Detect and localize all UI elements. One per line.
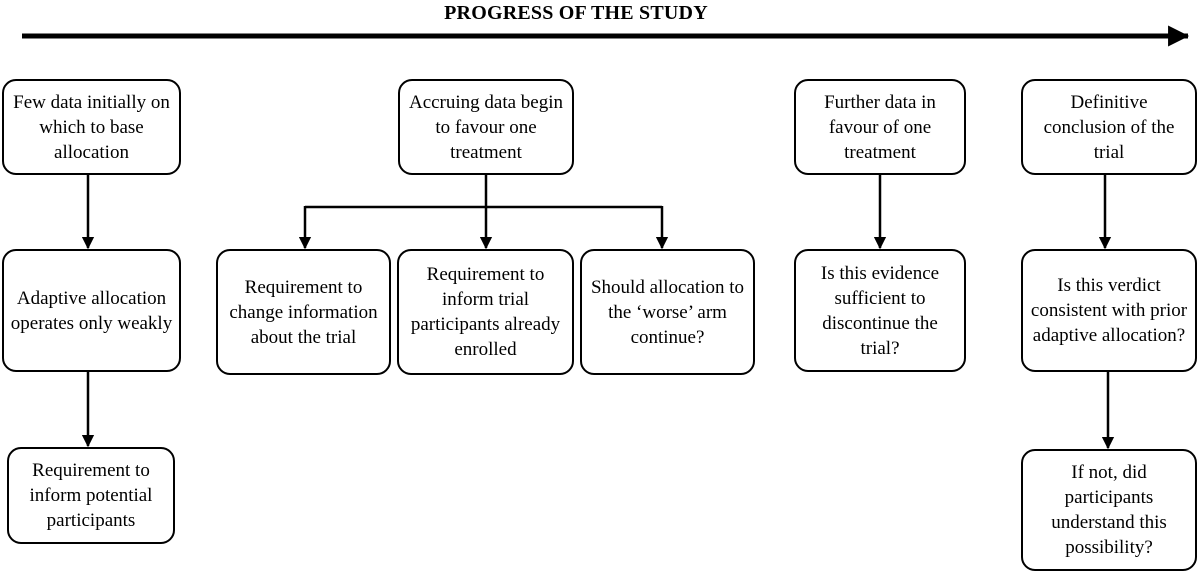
box-change-info: Requirement to change information about … — [216, 249, 391, 375]
box-inform-potential: Requirement to inform potential particip… — [7, 447, 175, 544]
box-further-data: Further data in favour of one treatment — [794, 79, 966, 175]
box-adaptive-weak: Adaptive allocation operates only weakly — [2, 249, 181, 372]
box-definitive: Definitive conclusion of the trial — [1021, 79, 1197, 175]
box-evidence-sufficient: Is this evidence sufficient to discontin… — [794, 249, 966, 372]
box-few-data: Few data initially on which to base allo… — [2, 79, 181, 175]
box-inform-enrolled: Requirement to inform trial participants… — [397, 249, 574, 375]
diagram-title: PROGRESS OF THE STUDY — [444, 2, 708, 24]
box-if-not: If not, did participants understand this… — [1021, 449, 1197, 571]
box-accruing-data: Accruing data begin to favour one treatm… — [398, 79, 574, 175]
box-worse-arm: Should allocation to the ‘worse’ arm con… — [580, 249, 755, 375]
box-verdict-consistent: Is this verdict consistent with prior ad… — [1021, 249, 1197, 372]
